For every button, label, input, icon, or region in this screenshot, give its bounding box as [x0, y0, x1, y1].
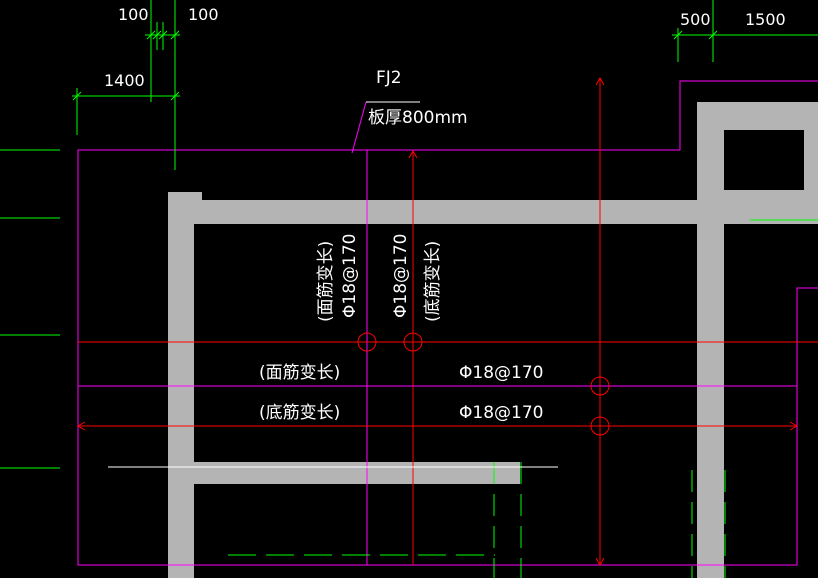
vertical-rebar-labels: (面筋变长) Φ18@170 Φ18@170 (底筋变长)	[316, 234, 443, 322]
dim-tick	[158, 30, 168, 40]
rebar-right-vertical-arrow-top	[595, 76, 605, 86]
dim-tick	[708, 30, 718, 40]
wall-left-vertical	[168, 192, 194, 578]
dim-tick	[170, 91, 180, 101]
slab-outline-right-step	[679, 80, 818, 150]
dim-tick	[152, 30, 162, 40]
rebar-lines	[76, 76, 818, 567]
slab-labels: FJ2 板厚800mm	[368, 68, 468, 128]
rebar-horizontal-bottom-spec: Φ18@170	[459, 403, 543, 423]
rebar-vertical-top-note: (面筋变长)	[316, 241, 336, 322]
rebar-markers	[357, 332, 610, 436]
wall-right-box-top	[697, 102, 818, 130]
dim-tick	[146, 30, 156, 40]
shaft-opening	[724, 130, 804, 190]
wall-right-box-bottom	[697, 190, 818, 204]
dim-text-500: 500	[680, 10, 711, 29]
wall-left-cap	[168, 192, 202, 204]
rebar-horizontal-bottom-arrow-right	[789, 421, 799, 431]
wall-right-vertical	[697, 102, 724, 578]
slab-outline	[77, 80, 818, 566]
slab-name-leader	[351, 101, 367, 154]
rebar-vertical-bottom-arrow	[408, 149, 418, 159]
wall-inner-beam	[194, 462, 520, 484]
rebar-vertical-top-spec: Φ18@170	[340, 234, 360, 318]
rebar-marker-circle	[590, 416, 610, 436]
horizontal-rebar-labels: (面筋变长) Φ18@170 (底筋变长) Φ18@170	[259, 363, 543, 423]
slab-outline-main	[77, 149, 818, 566]
dim-text-1400: 1400	[104, 71, 145, 90]
dim-tick	[72, 91, 82, 101]
rebar-marker-circle	[403, 332, 423, 352]
wall-right-box-right	[804, 102, 818, 200]
rebar-horizontal-bottom-arrow-left	[76, 421, 86, 431]
slab-name: FJ2	[376, 68, 402, 88]
dim-tick	[673, 30, 683, 40]
dimension-texts: 100 100 1400 500 1500	[104, 5, 786, 90]
rebar-marker-circle	[357, 332, 377, 352]
dim-text-1500: 1500	[745, 10, 786, 29]
rebar-marker-circle	[590, 376, 610, 396]
rebar-vertical-bottom-spec: Φ18@170	[391, 234, 411, 318]
rebar-right-vertical-arrow-bottom	[595, 557, 605, 567]
rebar-horizontal-top-note: (面筋变长)	[259, 363, 340, 383]
rebar-horizontal-top-spec: Φ18@170	[459, 363, 543, 383]
slab-thickness: 板厚800mm	[368, 108, 468, 128]
dim-text-100-left: 100	[118, 5, 149, 24]
rebar-horizontal-bottom-note: (底筋变长)	[259, 403, 340, 423]
rebar-vertical-bottom-note: (底筋变长)	[423, 241, 443, 322]
walls	[168, 102, 818, 578]
dim-tick	[170, 30, 180, 40]
dim-text-100-right: 100	[188, 5, 219, 24]
